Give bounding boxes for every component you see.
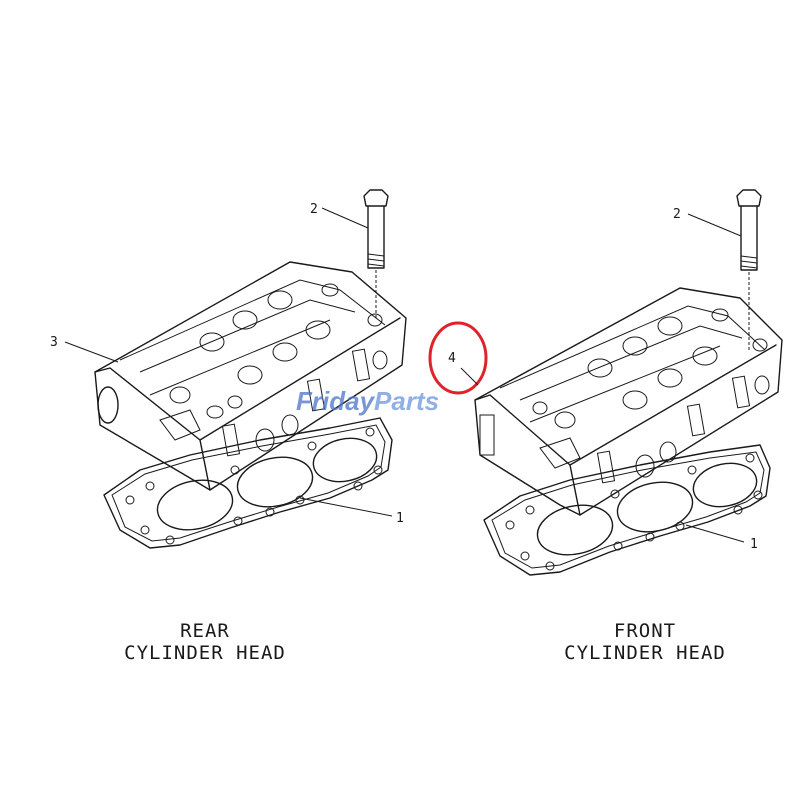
front-gasket — [483, 444, 771, 576]
front-gasket-leader — [685, 524, 745, 543]
rear-head-leader — [64, 341, 119, 363]
rear-gasket — [103, 417, 393, 549]
watermark-part1: Friday — [296, 386, 376, 416]
front-caption: FRONT CYLINDER HEAD — [540, 620, 750, 664]
rear-head-callout: 3 — [50, 335, 58, 350]
front-caption-line1: FRONT — [613, 620, 677, 642]
watermark: FridayParts — [296, 386, 439, 416]
front-bolt-callout: 2 — [673, 207, 681, 222]
rear-gasket-leader — [299, 497, 393, 517]
rear-bolt — [363, 189, 389, 318]
front-caption-line2: CYLINDER HEAD — [564, 642, 726, 664]
rear-bolt-callout: 2 — [310, 202, 318, 217]
front-assembly: 2 1 — [474, 189, 783, 576]
highlight-callout: 4 — [448, 351, 456, 366]
rear-caption-line2: CYLINDER HEAD — [124, 642, 286, 664]
rear-cylinder-head — [94, 261, 407, 491]
front-gasket-callout: 1 — [750, 537, 758, 552]
rear-assembly: 2 3 1 — [50, 189, 407, 549]
watermark-part2: Parts — [374, 386, 439, 416]
rear-gasket-callout: 1 — [396, 511, 404, 526]
rear-bolt-leader — [321, 207, 369, 229]
front-bolt — [736, 189, 762, 350]
front-bolt-leader — [687, 213, 742, 237]
rear-caption-line1: REAR — [180, 620, 230, 642]
red-highlight-circle — [428, 321, 488, 395]
rear-caption: REAR CYLINDER HEAD — [100, 620, 310, 664]
highlight-marker: 4 — [428, 321, 488, 395]
front-cylinder-head — [474, 287, 783, 516]
highlight-leader — [460, 367, 479, 386]
